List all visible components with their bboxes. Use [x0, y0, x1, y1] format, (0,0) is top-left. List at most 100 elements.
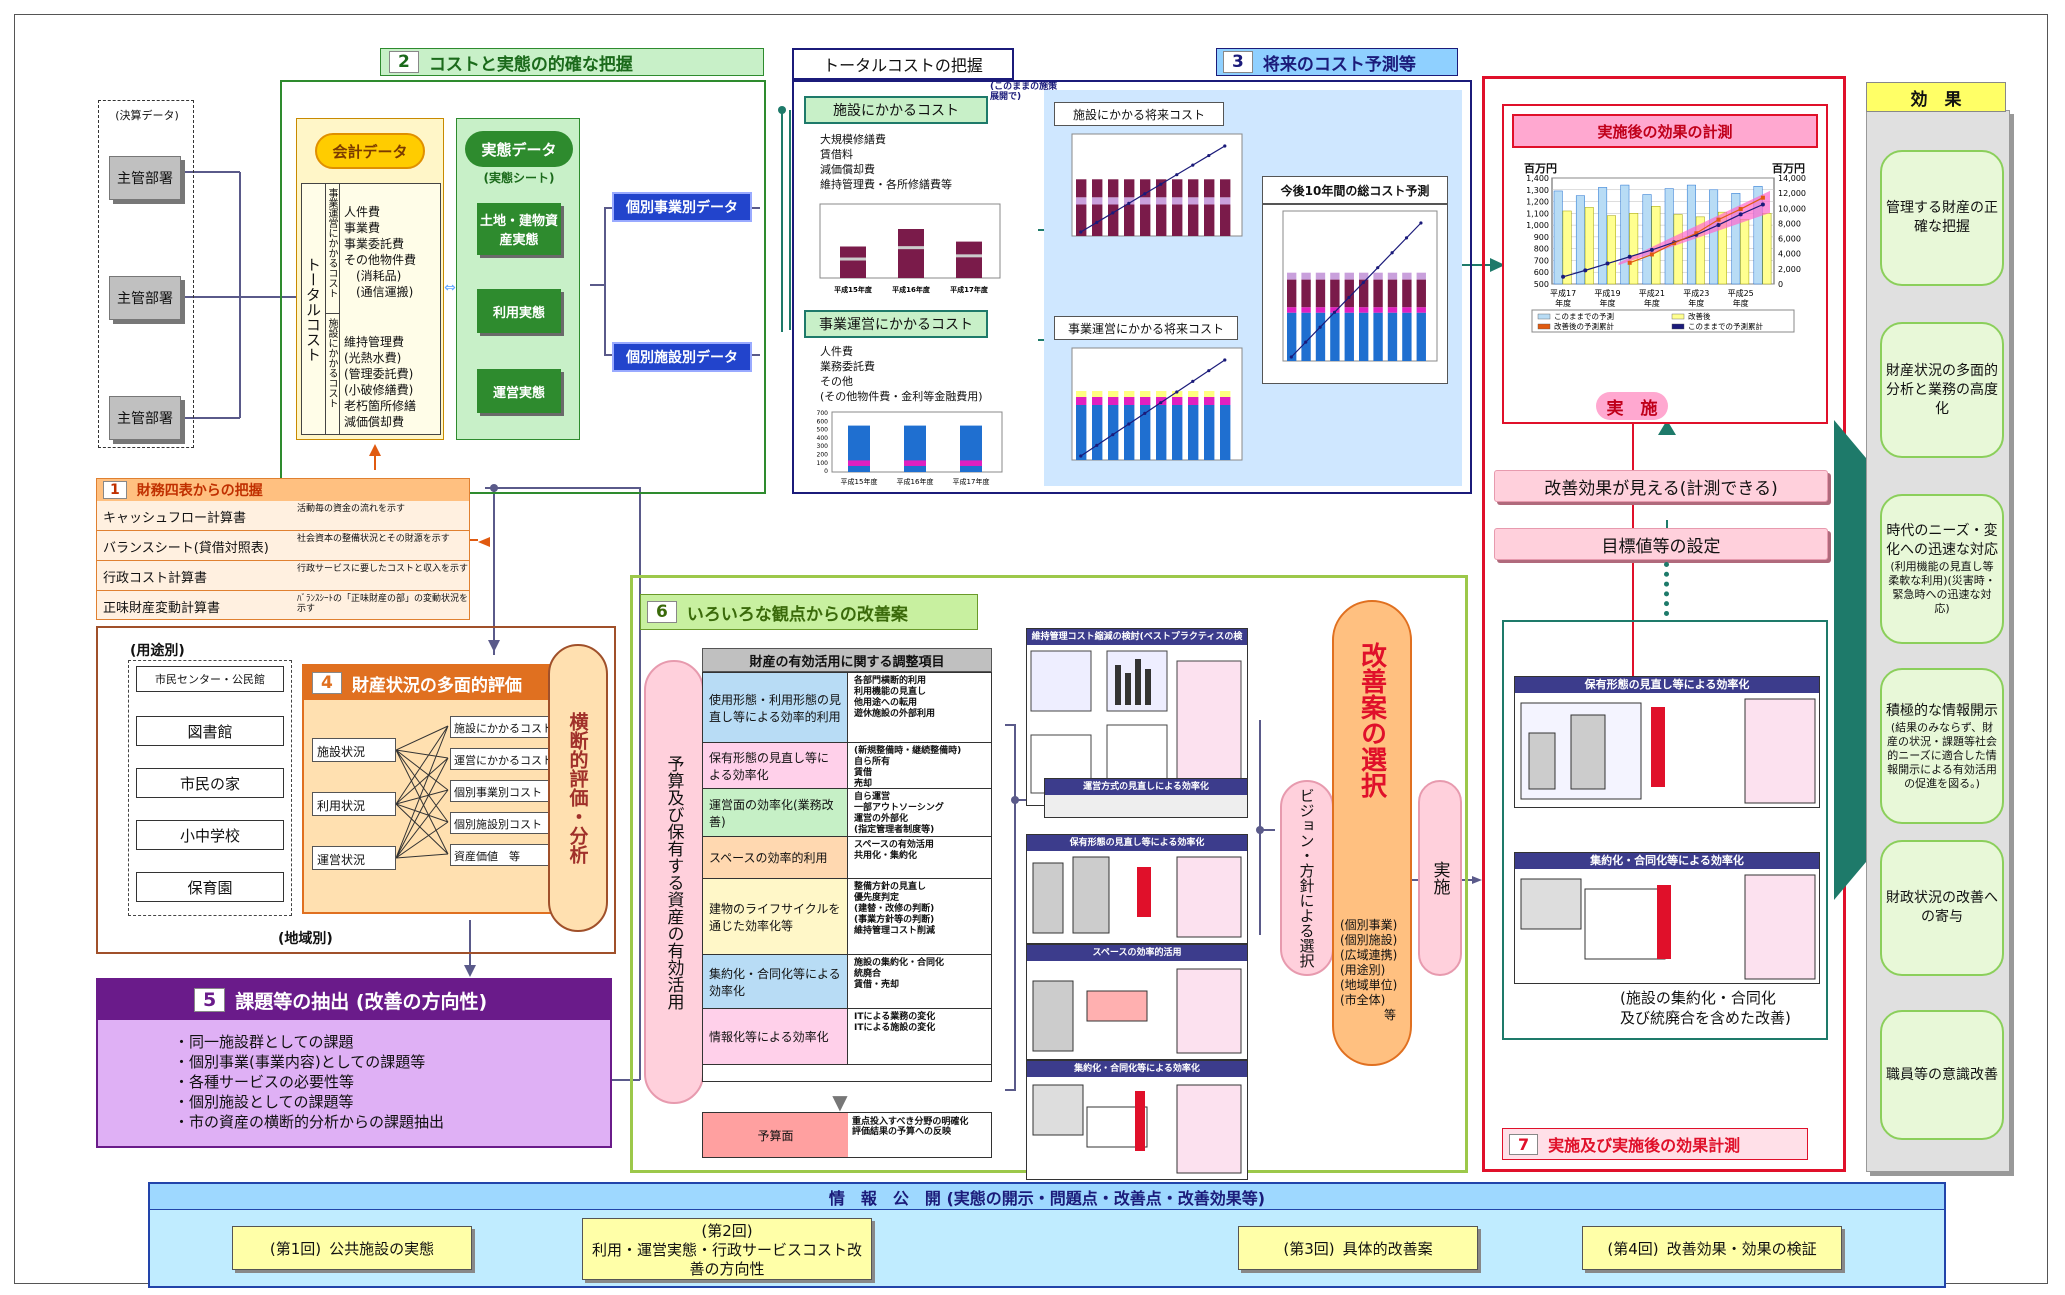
- facility-item: 減価償却費: [344, 415, 405, 429]
- bar-segment: [1373, 307, 1383, 313]
- business-item: 人件費: [344, 205, 381, 219]
- y2-tick-label: 2,000: [1778, 265, 1801, 274]
- use-category-item: 小中学校: [136, 820, 284, 850]
- bar: [848, 425, 870, 472]
- issue-list: ・同一施設群としての課題 ・個別事業(事業内容)としての課題等 ・各種サービスの…: [174, 1032, 444, 1132]
- x-tick-label: 年度: [1644, 298, 1660, 308]
- section-4-number: 4: [312, 672, 342, 694]
- facility-cost-label: 施設にかかるコスト: [326, 314, 340, 434]
- x-tick-label: 平成17年度: [950, 285, 989, 294]
- y2-tick-label: 0: [1778, 280, 1783, 289]
- bar-segment: [1344, 312, 1354, 361]
- adjustment-values: 各部門横断的利用利用機能の見直し他用途への転用遊休施設の外部利用: [848, 673, 991, 742]
- facility-item: 維持管理費: [344, 335, 405, 349]
- use-category-item: 図書館: [136, 716, 284, 746]
- x-tick-label: 年度: [1555, 298, 1571, 308]
- case-card-holding: 保有形態の見直し等による効率化: [1514, 676, 1820, 808]
- adjustment-row: 使用形態・利用形態の見直し等による効率的利用各部門横断的利用利用機能の見直し他用…: [703, 673, 991, 743]
- cross-evaluation-pill: 横断的評価・分析: [548, 644, 608, 932]
- bar-segment: [1092, 179, 1103, 198]
- effect-item: 職員等の意識改善: [1880, 1010, 2004, 1140]
- bar-segment: [1301, 279, 1311, 308]
- trend-line: [1080, 145, 1226, 233]
- bar: [1607, 215, 1616, 285]
- thumb-operation: 運営方式の見直しによる効率化: [1044, 778, 1248, 818]
- statement-name: 行政コスト計算書: [103, 571, 208, 586]
- scope-item: (広域連携): [1340, 948, 1398, 962]
- bar-segment: [1359, 312, 1369, 361]
- section-2-number: 2: [389, 51, 419, 73]
- adjustment-key: 集約化・合同化等による効率化: [703, 955, 848, 1008]
- bar-segment: [1315, 272, 1326, 280]
- case-card-consolidation: 集約化・合同化等による効率化: [1514, 852, 1820, 984]
- section-2-title: コストと実態の的確な把握: [428, 54, 633, 75]
- disclosure-step-2: (第2回)利用・運営実態・行政サービスコスト改善の方向性: [582, 1218, 872, 1280]
- y-tick-label: 900: [1534, 233, 1549, 242]
- y-tick-label: 1,000: [1526, 221, 1549, 230]
- bar: [1762, 213, 1772, 285]
- x-tick-label: 年度: [1600, 298, 1616, 308]
- section-5-number: 5: [194, 988, 226, 1012]
- bar: [1642, 194, 1652, 285]
- section-4-box: [96, 626, 616, 954]
- bar-segment: [1140, 179, 1151, 198]
- bar-segment: [904, 460, 926, 466]
- adjustment-key: 運営面の効率化(業務改善): [703, 789, 848, 836]
- bar-segment: [1301, 272, 1311, 280]
- budget-value: 評価結果の予算への反映: [851, 1127, 951, 1138]
- bar-segment: [1124, 397, 1135, 405]
- cost-item: 賃借料: [820, 148, 853, 161]
- bar-segment: [1204, 397, 1215, 405]
- statement-desc: 行政サービスに要したコストと収入を示す: [297, 564, 469, 574]
- adjustment-row: 建物のライフサイクルを通じた効率化等整備方針の見直し優先度判定(建替・改修の判断…: [703, 879, 991, 955]
- bar: [1718, 211, 1727, 285]
- bar-segment: [1140, 397, 1151, 405]
- cost-item: 人件費: [820, 345, 853, 358]
- adjustment-value: (事業方針等の判断): [854, 915, 935, 925]
- cost-item: 資産価値 等: [450, 844, 564, 866]
- legend-box: [1531, 309, 1795, 333]
- budget-key: 予算面: [703, 1113, 848, 1157]
- adjustment-value: 遊休施設の外部利用: [854, 709, 936, 719]
- adjustment-values: 整備方針の見直し優先度判定(建替・改修の判断)(事業方針等の判断)維持管理コスト…: [848, 879, 991, 954]
- bar-segment: [1416, 279, 1426, 308]
- x-tick-label: 平成16年度: [892, 285, 931, 294]
- use-label: (用途別): [130, 643, 185, 659]
- section-1-title: 財務四表からの把握: [136, 483, 263, 499]
- consolidation-note: (施設の集約化・合同化 及び統廃合を含めた改善): [1620, 988, 1791, 1028]
- effect-item: 管理する財産の正確な把握: [1880, 150, 2004, 286]
- scope-item: (個別施設): [1340, 933, 1398, 947]
- case-card-title: 保有形態の見直し等による効率化: [1515, 677, 1819, 693]
- bar: [960, 425, 982, 472]
- bar-segment: [1092, 405, 1103, 460]
- step-text: 具体的改善案: [1342, 1239, 1433, 1258]
- bar-segment: [1188, 204, 1199, 236]
- y-tick-label: 0: [824, 468, 828, 475]
- series-line: [1629, 197, 1764, 264]
- adjustment-value: 統廃合: [854, 969, 882, 979]
- y2-tick-label: 4,000: [1778, 250, 1801, 259]
- bar-segment: [1108, 405, 1119, 460]
- y2-tick-label: 10,000: [1778, 204, 1806, 213]
- bar-segment: [1076, 204, 1087, 236]
- bar: [1562, 210, 1572, 285]
- adjustment-value: 整備方針の見直し: [854, 882, 927, 892]
- bar-segment: [1124, 391, 1135, 397]
- disclosure-box: 情 報 公 開 (実態の開示・問題点・改善点・改善効果等) (第1回)公共施設の…: [148, 1182, 1946, 1288]
- cost-item: (その他物件費・金利等金融費用): [820, 390, 983, 403]
- scope-item: (地域単位): [1340, 978, 1398, 992]
- adjustment-values: 自ら運営一部アウトソーシング運営の外部化(指定管理者制度等): [848, 789, 991, 836]
- y2-tick-label: 6,000: [1778, 235, 1801, 244]
- facility-cost-breakdown: 大規模修繕費 賃借料 減価償却費 維持管理費・各所修繕費等: [820, 132, 952, 192]
- bar-segment: [848, 460, 870, 466]
- thumb-holding-drawing: [1032, 856, 1242, 938]
- business-future-title: 事業運営にかかる将来コスト: [1054, 316, 1238, 340]
- thumb-title: 保有形態の見直し等による効率化: [1027, 835, 1247, 851]
- thumb-consolidation: 集約化・合同化等による効率化: [1026, 1060, 1248, 1180]
- budget-values: 重点投入すべき分野の明確化 評価結果の予算への反映: [848, 1113, 991, 1157]
- bar: [1664, 188, 1674, 285]
- facility-future-chart: [1071, 133, 1243, 237]
- y-tick-label: 1,100: [1526, 209, 1549, 218]
- improvement-selection-pill: 改善案の選択 (個別事業) (個別施設) (広域連携) (用途別) (地域単位)…: [1332, 600, 1412, 1066]
- bar-segment: [1076, 405, 1087, 460]
